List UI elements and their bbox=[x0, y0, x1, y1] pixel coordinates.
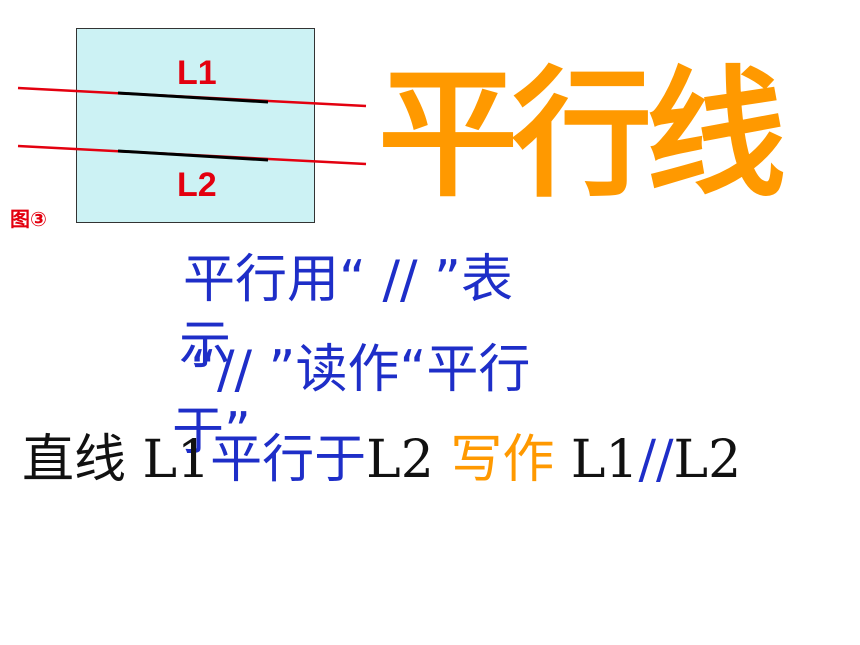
slide-title: 平行线 bbox=[378, 54, 786, 217]
note-line-2: 示 bbox=[179, 316, 232, 376]
note-line-1: 平行用“ // ”表 bbox=[183, 250, 513, 310]
statement-parallel-to: 平行于 bbox=[210, 430, 367, 490]
statement-result-l2: L2 bbox=[673, 430, 742, 490]
statement-prefix: 直线 L1 bbox=[22, 430, 211, 490]
statement-l2: L2 bbox=[366, 430, 451, 490]
statement: 直线 L1平行于L2 写作 L1//L2 bbox=[22, 430, 741, 490]
figure-box bbox=[76, 28, 315, 223]
figure-caption: 图③ bbox=[10, 207, 47, 231]
statement-result-l1: L1 bbox=[554, 430, 639, 490]
line-label-l1: L1 bbox=[177, 54, 217, 92]
note-line-3: “// ”读作“平行 bbox=[190, 340, 531, 400]
statement-write-as: 写作 bbox=[450, 430, 555, 490]
parallel-symbol: // bbox=[638, 430, 674, 490]
note-line-4: 于” bbox=[172, 402, 251, 462]
line-label-l2: L2 bbox=[177, 166, 217, 204]
